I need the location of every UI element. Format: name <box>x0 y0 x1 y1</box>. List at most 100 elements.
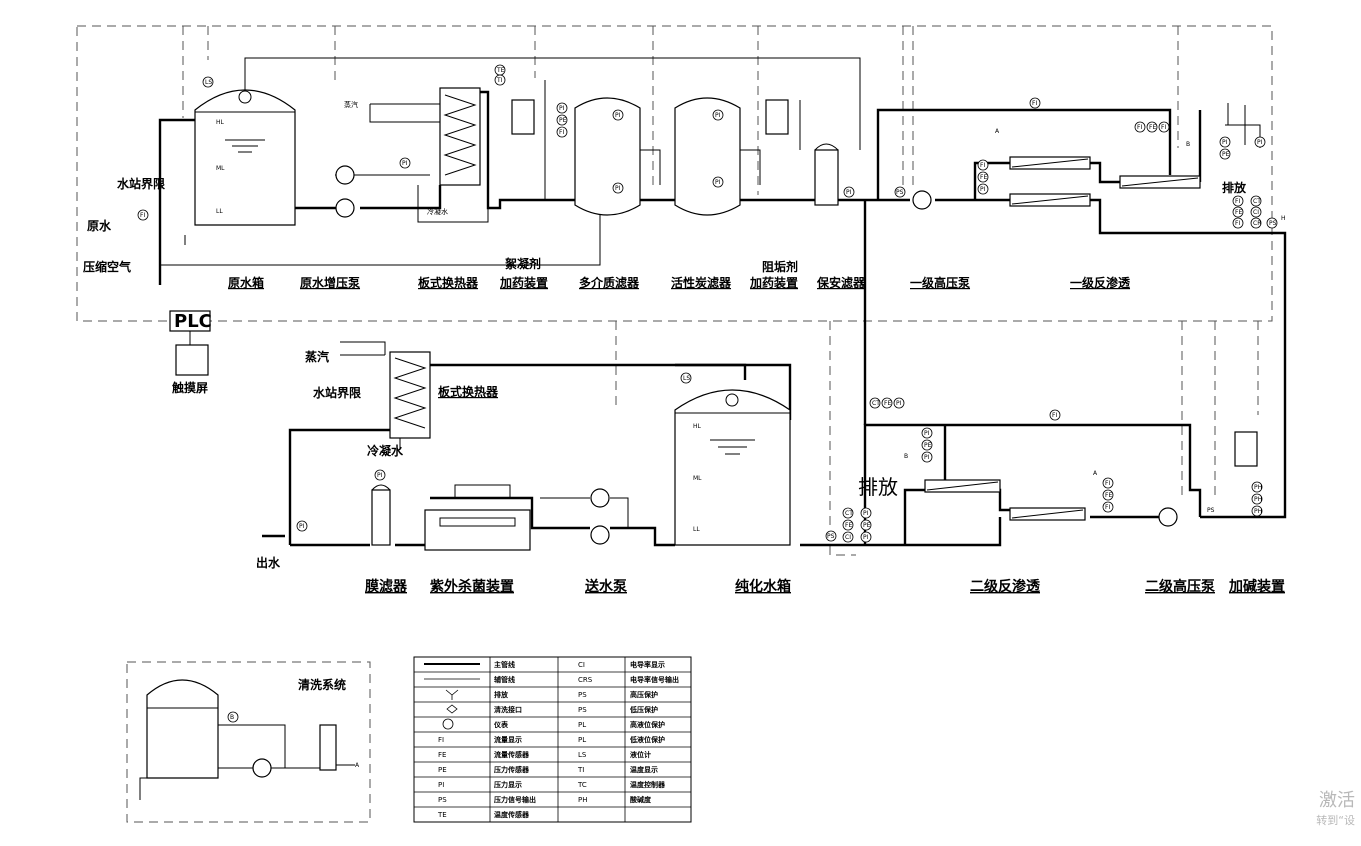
legend-right-text-9: 酸碱度 <box>630 795 652 804</box>
tag-cr-1: CR <box>1253 220 1261 227</box>
tag-ct-3: CT <box>845 510 853 517</box>
legend-right-text-0: 电导率显示 <box>630 660 665 669</box>
tag-b-2: B <box>1186 141 1190 148</box>
tank1-hl: HL <box>216 119 225 126</box>
tag-pe-3: PE <box>924 442 932 449</box>
tag-b-1: B <box>230 714 234 721</box>
tag-pi-7: PI <box>846 189 852 196</box>
label-outlet: 出水 <box>256 555 281 570</box>
legend-left-text-3: 清洗接口 <box>494 705 522 714</box>
tag-ph-2: PH <box>1254 496 1262 503</box>
tag-pi-17: PI <box>1257 139 1263 146</box>
tag-fe-4: FE <box>884 400 891 407</box>
tag-pi-6: PI <box>715 179 721 186</box>
tag-ph-1: PH <box>1254 484 1262 491</box>
eq-label-uv: 紫外杀菌装置 <box>430 578 514 595</box>
tag-pe-4: PE <box>863 522 871 529</box>
raw-water-tank <box>194 89 296 226</box>
legend-left-text-5: 流量显示 <box>494 735 522 744</box>
label-condensate-1: 冷凝水 <box>427 207 448 216</box>
tag-fe-5: FE <box>1105 492 1112 499</box>
carbon-filter <box>674 97 741 216</box>
eq-label-raw-water-tank: 原水箱 <box>228 275 264 290</box>
tag-fi-3: FI <box>1161 124 1166 131</box>
tag-a-3: A <box>355 762 360 769</box>
label-flocculant: 絮凝剂 <box>505 256 541 271</box>
legend-right-text-5: 低液位保护 <box>629 735 665 744</box>
tag-fi-1: FI <box>559 129 564 136</box>
eq-label-ro-2: 二级反渗透 <box>970 578 1041 595</box>
stream-labels: 水站界限 原水 压缩空气 蒸汽 冷凝水 絮凝剂 阻垢剂 排放 PLC 触摸屏 蒸… <box>83 100 1247 692</box>
boundary-lines <box>76 25 1273 823</box>
legend-left-text-4: 仪表 <box>493 720 509 729</box>
legend-right-text-4: 高液位保护 <box>630 720 665 729</box>
tag-fe-2: FE <box>1149 124 1156 131</box>
tag-a-2: A <box>1093 470 1098 477</box>
tag-pi-2: PI <box>559 105 565 112</box>
label-drain-big: 排放 <box>858 475 898 499</box>
label-drain-1: 排放 <box>1222 180 1247 195</box>
legend-right-text-2: 高压保护 <box>630 690 658 699</box>
tag-pi-5: PI <box>715 112 721 119</box>
tag-pi-8: PI <box>980 186 986 193</box>
legend-left-code-8: PI <box>438 781 444 789</box>
eq-label-multimedia: 多介质滤器 <box>579 275 640 290</box>
tag-pi-3: PI <box>615 112 621 119</box>
tag-fe-3: FE <box>1235 209 1242 216</box>
cleaning-pump <box>252 758 272 778</box>
label-condensate-2: 冷凝水 <box>367 443 404 458</box>
legend-right-text-1: 电导率信号输出 <box>630 675 679 684</box>
tag-fi-4: FI <box>1235 220 1240 227</box>
tag-pi-10: PI <box>896 400 902 407</box>
legend-left-code-10: TE <box>437 811 447 819</box>
legend-right-code-0: CI <box>578 661 585 669</box>
plc-label: PLC <box>174 311 212 332</box>
alkali-dosing-tank <box>1234 431 1258 467</box>
tag-b-3: B <box>904 453 908 460</box>
tag-pi-9: PI <box>1222 139 1228 146</box>
tag-pi-12: PI <box>924 454 930 461</box>
booster-pump-2 <box>335 198 355 218</box>
eq-label-membrane-filter: 膜滤器 <box>365 578 408 595</box>
legend-left-text-10: 温度传感器 <box>494 810 530 819</box>
tag-te-1: TE <box>496 67 505 74</box>
legend-left-text-0: 主管线 <box>494 660 515 669</box>
label-steam-1: 蒸汽 <box>344 100 358 109</box>
tag-ps-1: PS <box>896 189 904 196</box>
tag-fi-2: FI <box>1032 100 1037 107</box>
dosing-tank-2 <box>765 99 789 135</box>
label-steam-2: 蒸汽 <box>305 349 329 364</box>
tag-ti-1: TI <box>496 77 503 84</box>
tank1-ml: ML <box>216 165 225 172</box>
eq-label-dosing-2: 加药装置 <box>749 275 798 290</box>
eq-label-purified-tank: 纯化水箱 <box>735 578 791 595</box>
tag-ls-1: LS <box>205 79 212 86</box>
tag-pi-13: PI <box>863 510 869 517</box>
tag-pi-15: PI <box>377 472 383 479</box>
tag-ft-1: FI <box>980 162 985 169</box>
equipment <box>139 87 1258 800</box>
tag-ct-2: CT <box>872 400 880 407</box>
tag-a-1: A <box>995 128 1000 135</box>
main-pipes <box>158 88 1287 547</box>
tag-pi-1: PI <box>402 160 408 167</box>
equipment-labels-top: 原水箱 原水增压泵 板式换热器 加药装置 多介质滤器 活性炭滤器 加药装置 保安… <box>228 275 1131 290</box>
instrument-bubbles <box>137 64 1278 723</box>
label-antiscalant: 阻垢剂 <box>762 259 798 274</box>
plate-heat-exchanger-2 <box>389 351 431 439</box>
membrane-filter <box>371 489 391 546</box>
eq-label-delivery-pump: 送水泵 <box>584 578 627 595</box>
legend-right-text-8: 温度控制器 <box>630 780 666 789</box>
legend-left-text-1: 辅管线 <box>494 675 515 684</box>
eq-label-booster-pump: 原水增压泵 <box>300 275 360 290</box>
label-station-boundary: 水站界限 <box>117 176 165 191</box>
legend-left-text-7: 压力传感器 <box>494 765 530 774</box>
tag-ct-1: CT <box>1253 198 1261 205</box>
tag-pi-4: PI <box>615 185 621 192</box>
eq-label-security: 保安滤器 <box>816 275 866 290</box>
legend-right-text-3: 低压保护 <box>629 705 658 714</box>
tag-pe-2: PE <box>1222 151 1230 158</box>
legend-right-code-1: CRS <box>578 676 593 684</box>
delivery-pump-2 <box>590 525 610 545</box>
